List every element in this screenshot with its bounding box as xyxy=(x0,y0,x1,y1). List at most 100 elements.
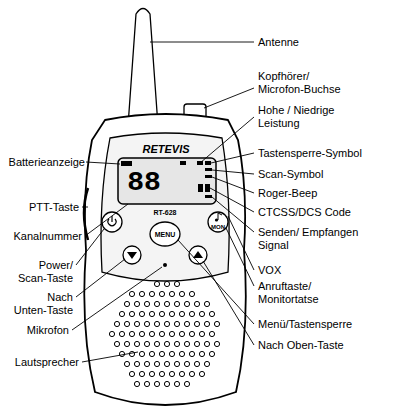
speaker-hole xyxy=(204,361,209,366)
speaker-hole xyxy=(164,381,169,386)
speaker-hole xyxy=(129,291,134,296)
speaker-hole xyxy=(194,301,199,306)
speaker-hole xyxy=(179,351,184,356)
speaker-hole xyxy=(179,331,184,336)
speaker-hole xyxy=(139,291,144,296)
speaker-hole xyxy=(204,341,209,346)
speaker-hole xyxy=(174,381,179,386)
part-label: VOX xyxy=(258,264,358,277)
button-text: MON xyxy=(208,224,228,231)
ptt-key xyxy=(84,188,88,240)
speaker-hole xyxy=(199,311,204,316)
speaker-hole xyxy=(179,291,184,296)
speaker-hole xyxy=(134,341,139,346)
speaker-hole xyxy=(159,311,164,316)
speaker-hole xyxy=(209,351,214,356)
speaker-hole xyxy=(209,331,214,336)
part-label: Lautsprecher xyxy=(3,356,79,369)
speaker-hole xyxy=(129,331,134,336)
speaker-hole xyxy=(174,301,179,306)
speaker-hole xyxy=(144,341,149,346)
speaker-hole xyxy=(179,371,184,376)
speaker-hole xyxy=(174,281,179,286)
part-label: Hohe / Niedrige Leistung xyxy=(258,104,350,130)
speaker-hole xyxy=(189,351,194,356)
power-button xyxy=(102,212,122,232)
leader-lines xyxy=(72,42,254,362)
lcd-display xyxy=(118,158,216,204)
radio-housing xyxy=(84,114,246,405)
speaker-hole xyxy=(134,381,139,386)
button-text: MENU xyxy=(151,230,179,239)
speaker-hole xyxy=(204,321,209,326)
part-label: Roger-Beep xyxy=(258,187,398,200)
speaker-hole xyxy=(154,361,159,366)
speaker-hole xyxy=(114,321,119,326)
speaker-hole xyxy=(144,301,149,306)
speaker-hole xyxy=(149,291,154,296)
speaker-hole xyxy=(189,371,194,376)
speaker-hole xyxy=(139,331,144,336)
battery-icon xyxy=(121,161,132,166)
speaker-hole xyxy=(164,321,169,326)
speaker-hole xyxy=(149,371,154,376)
speaker-hole xyxy=(149,351,154,356)
part-label: Scan-Symbol xyxy=(258,168,398,181)
speaker-hole xyxy=(174,341,179,346)
speaker-hole xyxy=(144,321,149,326)
speaker-hole xyxy=(169,291,174,296)
speaker-hole xyxy=(194,321,199,326)
speaker-hole xyxy=(184,301,189,306)
speaker-hole xyxy=(164,301,169,306)
part-label: Batterieanzeige xyxy=(3,156,85,169)
speaker-hole xyxy=(189,331,194,336)
speaker-hole xyxy=(139,371,144,376)
part-label: Nach Oben-Taste xyxy=(258,339,398,352)
speaker-hole xyxy=(159,331,164,336)
channel-digits: 88 xyxy=(124,167,164,199)
speaker-hole xyxy=(179,311,184,316)
speaker-hole xyxy=(119,351,124,356)
speaker-hole xyxy=(164,341,169,346)
speaker-hole xyxy=(209,311,214,316)
speaker-hole xyxy=(119,311,124,316)
speaker-hole xyxy=(144,381,149,386)
speaker-hole xyxy=(194,361,199,366)
speaker-hole xyxy=(154,381,159,386)
speaker-hole xyxy=(124,361,129,366)
speaker-hole xyxy=(119,331,124,336)
speaker-hole xyxy=(134,321,139,326)
speaker-hole xyxy=(184,361,189,366)
part-label: Anruftaste/ Monitortatse xyxy=(258,280,338,306)
part-label: Tastensperre-Symbol xyxy=(258,147,398,160)
speaker-hole xyxy=(109,331,114,336)
monitor-button xyxy=(208,212,228,232)
part-label: Power/ Scan-Taste xyxy=(7,259,73,285)
lcd-icons xyxy=(180,161,212,198)
speaker-hole xyxy=(124,301,129,306)
speaker-hole xyxy=(134,301,139,306)
speaker-hole xyxy=(154,301,159,306)
speaker-hole xyxy=(169,311,174,316)
part-label: Antenne xyxy=(258,36,388,49)
speaker-hole xyxy=(159,371,164,376)
part-label: Menü/Tastensperre xyxy=(258,318,398,331)
speaker-hole xyxy=(214,321,219,326)
speaker-hole xyxy=(194,341,199,346)
antenna xyxy=(128,9,158,127)
part-label: Mikrofon xyxy=(3,324,69,337)
brand-logo: RETEVIS xyxy=(131,143,201,156)
part-label: Kopfhörer/ Microfon-Buchse xyxy=(258,70,358,96)
speaker-hole xyxy=(214,341,219,346)
speaker-hole xyxy=(154,281,159,286)
speaker-hole xyxy=(134,361,139,366)
part-label: PTT-Taste xyxy=(3,201,79,214)
speaker-grille xyxy=(109,281,219,386)
speaker-hole xyxy=(164,361,169,366)
speaker-hole xyxy=(189,311,194,316)
speaker-hole xyxy=(164,281,169,286)
speaker-hole xyxy=(169,371,174,376)
speaker-hole xyxy=(169,351,174,356)
microphone-hole xyxy=(163,263,167,267)
part-label: Kanalnummer xyxy=(3,230,82,243)
